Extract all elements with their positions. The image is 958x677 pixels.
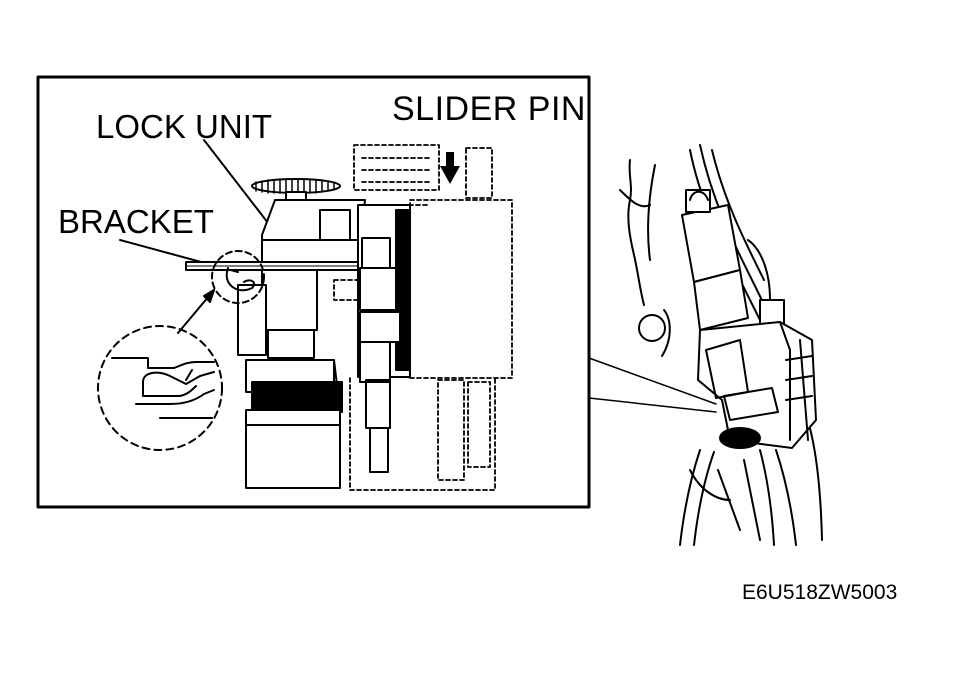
steering-column-sketch [588, 144, 823, 546]
lock-unit-label: LOCK UNIT [96, 108, 273, 145]
detail-leader-arrowhead [203, 289, 215, 303]
bracket-label: BRACKET [58, 203, 214, 240]
slider-housing [357, 204, 411, 473]
down-arrow-icon [440, 152, 460, 184]
detail-marker-circle [211, 250, 265, 304]
magnified-detail [97, 325, 223, 451]
lock-unit-leader [203, 139, 276, 233]
figure-code: E6U518ZW5003 [742, 581, 898, 604]
slider-pin-label: SLIDER PIN [392, 90, 586, 128]
inset-frame [36, 75, 591, 509]
bracket-hook [225, 267, 256, 292]
lock-unit-body [185, 199, 366, 489]
